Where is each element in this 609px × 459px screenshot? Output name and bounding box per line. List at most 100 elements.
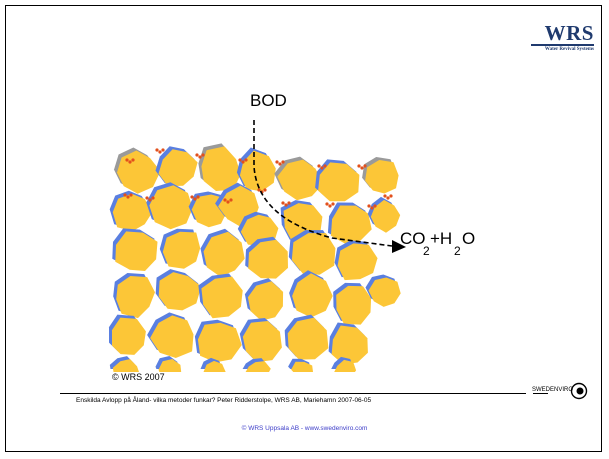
- logo-subtitle: Water Revival Systems: [544, 47, 594, 52]
- bacteria-dot: [151, 196, 155, 200]
- bacteria-dot: [363, 164, 367, 168]
- soil-grain: [287, 317, 329, 360]
- bacteria-dot: [148, 198, 152, 202]
- bacteria-dot: [241, 160, 245, 164]
- bacteria-dot: [357, 164, 361, 168]
- flow-path-arrow: [253, 120, 393, 247]
- h2-subscript: 2: [454, 244, 461, 258]
- soil-grain: [368, 277, 401, 307]
- soil-grain: [201, 276, 243, 319]
- soil-grain: [370, 199, 401, 233]
- bacteria-dot: [145, 196, 149, 200]
- footer-caption: Enskilda Avlopp på Åland- vilka metoder …: [76, 397, 372, 404]
- bacteria-dot: [323, 164, 327, 168]
- soil-grain: [150, 315, 194, 358]
- bacteria-dot: [257, 188, 261, 192]
- bacteria-dot: [360, 166, 364, 170]
- bacteria-dot: [386, 196, 390, 200]
- bacteria-dot: [125, 158, 129, 162]
- bacteria-dot: [155, 148, 159, 152]
- soil-grain: [149, 185, 193, 230]
- soil-grain: [318, 162, 360, 202]
- soil-grain: [292, 273, 333, 318]
- bacteria-dot: [226, 200, 230, 204]
- bacteria-dot: [190, 195, 194, 199]
- bacteria-dot: [201, 153, 205, 157]
- bacteria-dot: [195, 153, 199, 157]
- bacteria-dot: [275, 160, 279, 164]
- bacteria-dot: [123, 193, 127, 197]
- bacteria-dot: [158, 150, 162, 154]
- slide-frame: [5, 5, 602, 452]
- soil-grain: [203, 360, 226, 372]
- soil-grain: [247, 281, 284, 321]
- bacteria-dot: [126, 195, 130, 199]
- bacteria-dot: [244, 158, 248, 162]
- soil-grain: [337, 243, 378, 281]
- bacteria-dot: [129, 193, 133, 197]
- soil-grain: [291, 233, 336, 275]
- bacteria-dot: [389, 194, 393, 198]
- bacteria-dot: [287, 201, 291, 205]
- bacteria-dot: [131, 158, 135, 162]
- copyright-link[interactable]: © WRS Uppsala AB - www.swedenviro.com: [241, 425, 368, 432]
- soil-grain: [162, 231, 201, 269]
- soil-grain: [291, 361, 313, 372]
- bacteria-dot: [331, 202, 335, 206]
- soil-grain: [201, 146, 241, 191]
- soil-grain: [248, 239, 288, 279]
- bacteria-dot: [198, 155, 202, 159]
- wrs-logo: WRS Water Revival Systems: [528, 22, 594, 53]
- bacteria-dot: [281, 201, 285, 205]
- co2-subscript: 2: [423, 244, 430, 258]
- bacteria-dot: [238, 158, 242, 162]
- soil-grain: [116, 276, 155, 319]
- footer-rule: [60, 393, 526, 394]
- bacteria-dots: [123, 148, 393, 210]
- bacteria-dot: [317, 164, 321, 168]
- bacteria-dot: [193, 197, 197, 201]
- o-label: O: [462, 229, 475, 248]
- co2-label: CO: [400, 229, 426, 248]
- bod-label: BOD: [250, 91, 287, 110]
- bacteria-dot: [263, 188, 267, 192]
- plus-h-label: +H: [430, 229, 452, 248]
- soil-grain: [242, 321, 282, 363]
- soil-grain: [112, 193, 153, 232]
- bacteria-dot: [278, 162, 282, 166]
- bacteria-dot: [373, 204, 377, 208]
- bacteria-dot: [196, 195, 200, 199]
- bacteria-dot: [223, 198, 227, 202]
- soil-grain: [239, 150, 276, 192]
- bacteria-dot: [383, 194, 387, 198]
- soil-grain: [197, 322, 242, 363]
- bacteria-dot: [161, 148, 165, 152]
- logo-wordmark: WRS: [544, 21, 594, 45]
- soil-grain: [331, 325, 368, 365]
- bacteria-dot: [370, 206, 374, 210]
- soil-grain: [158, 149, 198, 187]
- soil-grain: [334, 359, 357, 372]
- soil-grain: [365, 160, 399, 194]
- arrowhead-icon: [392, 240, 406, 253]
- bacteria-dot: [284, 203, 288, 207]
- soil-grain: [203, 231, 245, 277]
- soil-grain: [277, 159, 324, 201]
- bacteria-dot: [367, 204, 371, 208]
- image-credit: © WRS 2007: [112, 372, 165, 382]
- bacteria-dot: [328, 204, 332, 208]
- footer-rule-short: [533, 393, 548, 394]
- bacteria-dot: [281, 160, 285, 164]
- soil-grain: [158, 359, 182, 372]
- bacteria-dot: [229, 198, 233, 202]
- bacteria-dot: [320, 166, 324, 170]
- bacteria-dot: [325, 202, 329, 206]
- soil-grain: [117, 150, 161, 194]
- soil-grain: [158, 272, 202, 311]
- soil-grain: [245, 361, 271, 372]
- soil-grain: [112, 317, 146, 355]
- swedenviro-mark-icon: [570, 382, 588, 400]
- logo-rule: [531, 44, 594, 46]
